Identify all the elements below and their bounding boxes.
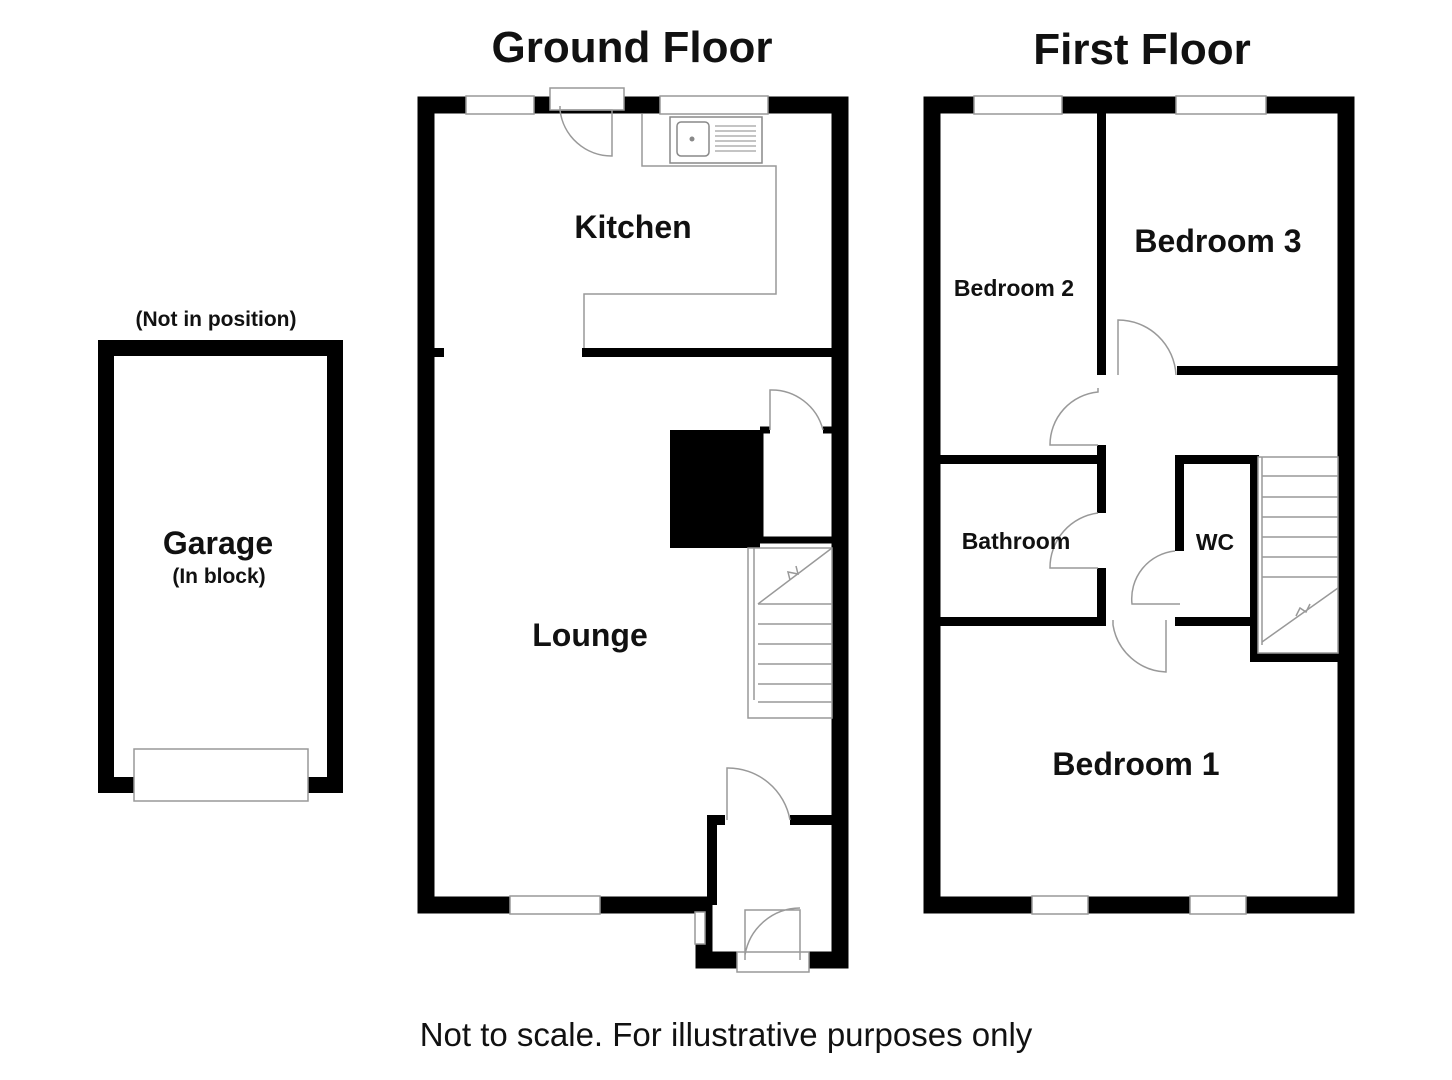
bedroom-2-window — [973, 95, 1063, 115]
first-floor-plan: Bedroom 3 Bedroom 2 Bathroom WC Bedroom … — [923, 95, 1355, 915]
bedroom-1-window-right — [1189, 895, 1247, 915]
wc-door-icon — [1130, 550, 1180, 605]
first-floor-heading: First Floor — [1033, 25, 1251, 74]
kitchen-window-left — [465, 95, 535, 115]
bedroom-3-door-icon — [1117, 319, 1177, 376]
lounge-window — [509, 895, 601, 915]
porch-side-window — [694, 911, 706, 945]
bedroom-1-window-left — [1031, 895, 1089, 915]
bedroom-2-label: Bedroom 2 — [954, 275, 1074, 301]
porch-door-icon — [726, 767, 791, 821]
cupboard-door-icon — [769, 389, 824, 431]
bathroom-door-icon — [1049, 512, 1099, 569]
bedroom-3-window — [1175, 95, 1267, 115]
garage-position-note: (Not in position) — [136, 308, 297, 331]
garage-door — [133, 748, 309, 802]
first-floor-outer-walls — [923, 96, 1355, 914]
porch-walls — [707, 815, 832, 905]
ground-floor-staircase — [747, 547, 833, 719]
ground-floor-outer-walls — [417, 96, 849, 969]
disclaimer-footer: Not to scale. For illustrative purposes … — [420, 1016, 1033, 1053]
bedroom-1-label: Bedroom 1 — [1052, 746, 1219, 782]
ground-floor-heading: Ground Floor — [491, 23, 772, 72]
ground-floor-windows — [465, 95, 810, 973]
bedroom-1-door-left-icon — [1112, 620, 1167, 673]
bedroom-2-door-icon — [1049, 388, 1099, 446]
kitchen-lounge-wall — [582, 348, 832, 357]
lounge-label: Lounge — [532, 617, 648, 653]
wc-label: WC — [1196, 529, 1234, 555]
back-door-icon — [549, 87, 625, 157]
first-floor-internal-walls — [940, 113, 1338, 662]
ground-floor-plan: Kitchen Lounge — [417, 87, 849, 973]
kitchen-sink-icon — [669, 116, 763, 164]
cupboard-walls — [756, 426, 832, 544]
first-floor-doors — [1049, 319, 1180, 673]
kitchen-window-right — [659, 95, 769, 115]
kitchen-label: Kitchen — [574, 209, 691, 245]
kitchen-counter — [583, 114, 777, 348]
bathroom-label: Bathroom — [962, 528, 1071, 554]
garage-label: Garage — [163, 525, 273, 561]
front-door-opening — [736, 951, 810, 973]
first-floor-staircase — [1257, 456, 1339, 654]
first-floor-windows — [973, 95, 1267, 915]
kitchen-wall-stub — [434, 348, 444, 357]
front-door-icon — [744, 907, 801, 960]
bedroom-3-label: Bedroom 3 — [1134, 223, 1301, 259]
garage-plan: (Not in position) Garage (In block) — [98, 308, 343, 802]
chimney-breast — [670, 430, 760, 548]
garage-sublabel: (In block) — [172, 565, 265, 588]
